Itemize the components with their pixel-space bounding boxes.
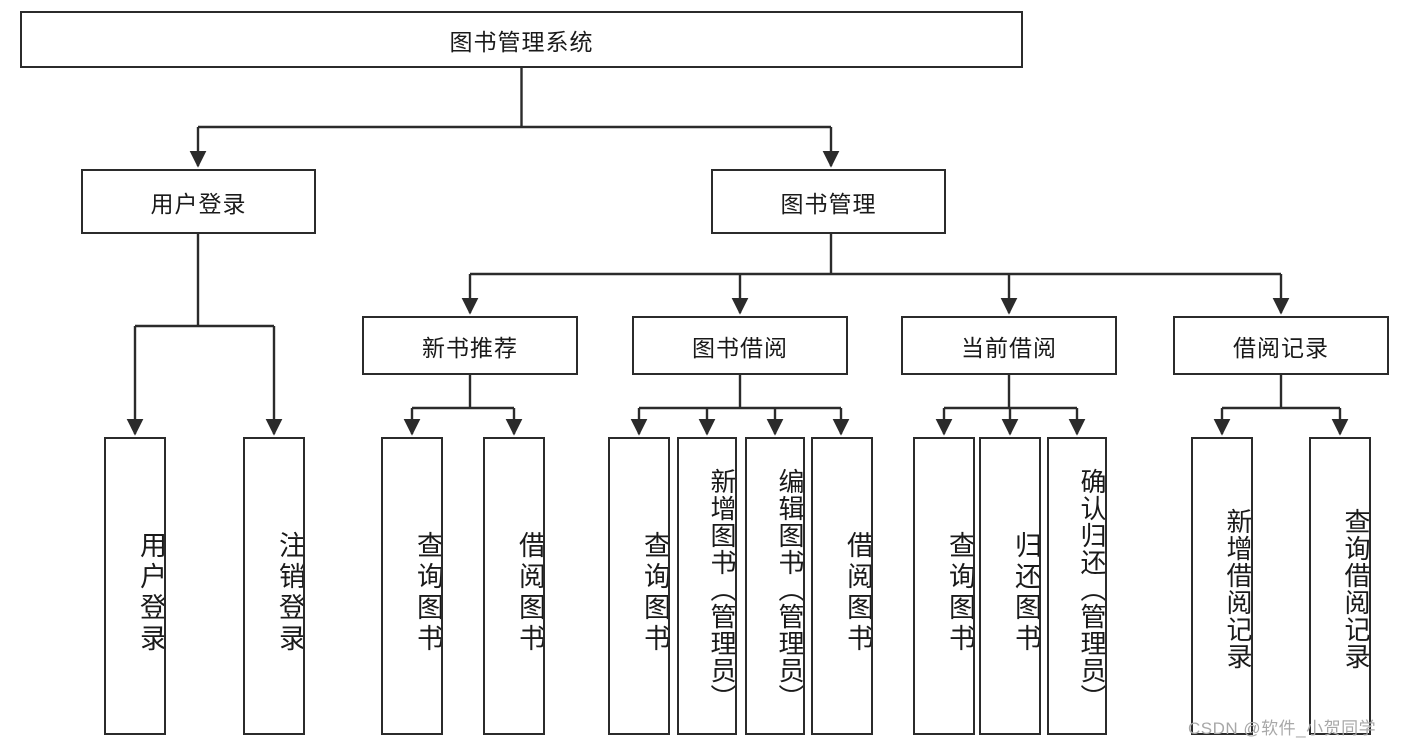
leaf-user-login-logout[interactable]: 注销登录 [243, 437, 305, 735]
csdn-watermark: CSDN @软件_小贺同学 [1188, 719, 1377, 738]
leaf-current-borrow-confirm-return-admin[interactable]: 确认归还（管理员） [1047, 437, 1107, 735]
node-current-borrow[interactable]: 当前借阅 [901, 316, 1117, 375]
leaf-current-borrow-return-book[interactable]: 归还图书 [979, 437, 1041, 735]
leaf-borrow-record-query-record[interactable]: 查询借阅记录 [1309, 437, 1371, 735]
leaf-book-borrow-add-book-admin[interactable]: 新增图书（管理员） [677, 437, 737, 735]
leaf-current-borrow-query-book[interactable]: 查询图书 [913, 437, 975, 735]
leaf-book-borrow-query-book[interactable]: 查询图书 [608, 437, 670, 735]
leaf-borrow-record-add-record[interactable]: 新增借阅记录 [1191, 437, 1253, 735]
node-root-book-management-system[interactable]: 图书管理系统 [20, 11, 1023, 68]
node-book-borrow[interactable]: 图书借阅 [632, 316, 848, 375]
leaf-book-borrow-edit-book-admin[interactable]: 编辑图书（管理员） [745, 437, 805, 735]
node-borrow-record[interactable]: 借阅记录 [1173, 316, 1389, 375]
node-book-management[interactable]: 图书管理 [711, 169, 946, 234]
leaf-new-book-borrow-book[interactable]: 借阅图书 [483, 437, 545, 735]
leaf-book-borrow-borrow-book[interactable]: 借阅图书 [811, 437, 873, 735]
leaf-user-login-login[interactable]: 用户登录 [104, 437, 166, 735]
leaf-new-book-query-book[interactable]: 查询图书 [381, 437, 443, 735]
node-new-book-recommend[interactable]: 新书推荐 [362, 316, 578, 375]
node-user-login[interactable]: 用户登录 [81, 169, 316, 234]
